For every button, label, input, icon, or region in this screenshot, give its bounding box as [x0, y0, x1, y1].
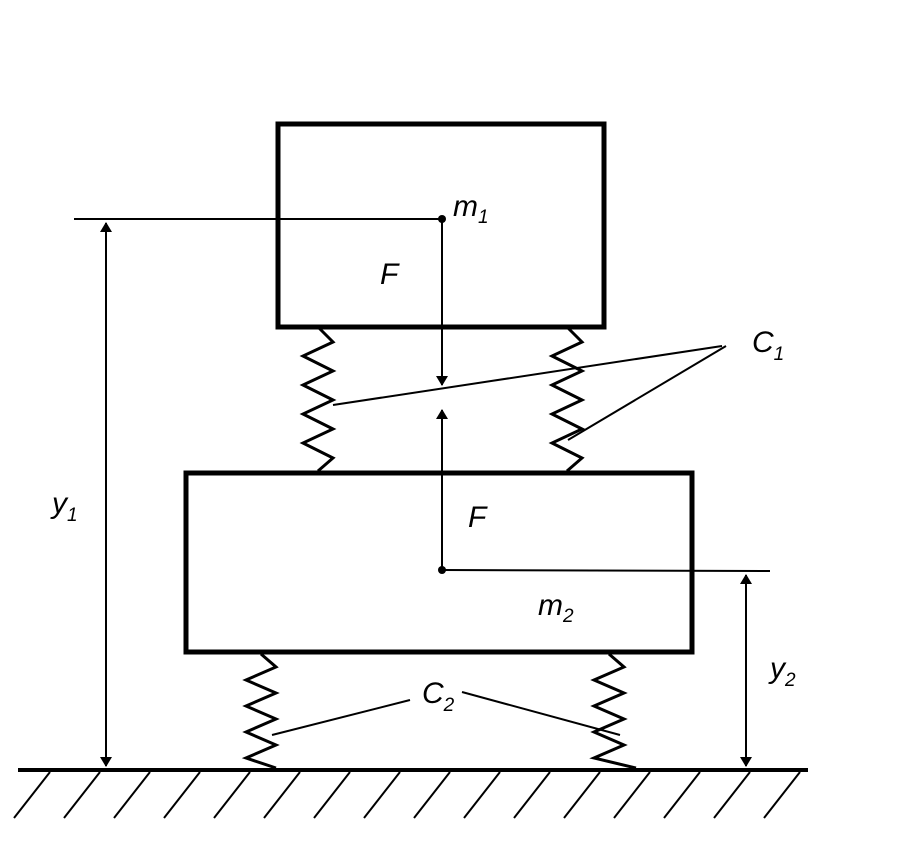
- c2-leader-right: [461, 691, 621, 736]
- spring-c2-right: [589, 652, 637, 770]
- ground-hatching: [13, 771, 801, 819]
- y2-reference-line: [441, 569, 771, 572]
- spring-c1-left: [299, 325, 337, 473]
- label-m1: m1: [453, 190, 489, 228]
- c2-leader-left: [271, 699, 411, 736]
- c1-leader-right: [567, 345, 727, 441]
- label-force-bottom: F: [468, 501, 488, 534]
- label-y2: y2: [768, 652, 796, 691]
- label-y1: y1: [50, 487, 78, 526]
- spring-c2-left: [241, 652, 280, 770]
- label-c1: C1: [752, 326, 784, 365]
- c1-leader-left: [332, 345, 723, 406]
- mass-m2-block: [183, 470, 695, 655]
- spring-c1-right: [548, 325, 586, 473]
- label-m2: m2: [538, 589, 574, 627]
- label-c2: C2: [422, 677, 455, 716]
- ground: [13, 768, 808, 819]
- label-force-top: F: [380, 258, 400, 291]
